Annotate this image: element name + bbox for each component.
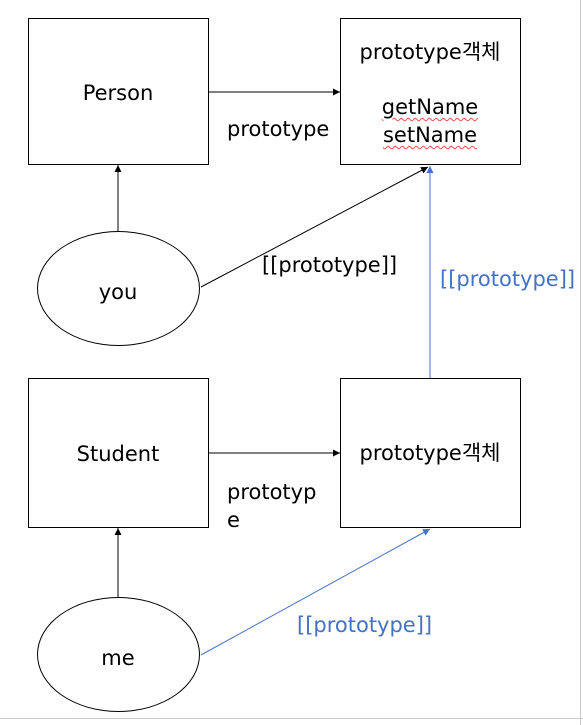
you-label: you bbox=[98, 280, 138, 304]
proto-chain-label: [[prototype]] bbox=[440, 267, 576, 291]
person-label: Person bbox=[82, 81, 154, 105]
person-box bbox=[28, 18, 209, 165]
student-box bbox=[28, 378, 209, 528]
proto-bottom-box bbox=[340, 378, 521, 528]
student-label: Student bbox=[76, 442, 160, 466]
me-to-proto-arrow bbox=[200, 528, 431, 656]
proto-top-method-setname: setName bbox=[382, 123, 478, 147]
me-ellipse bbox=[37, 597, 200, 712]
proto-bottom-title: prototype객체 bbox=[359, 441, 501, 465]
you-proto-label: [[prototype]] bbox=[262, 253, 398, 277]
me-label: me bbox=[101, 646, 135, 670]
person-prototype-label: prototype bbox=[227, 117, 330, 141]
you-to-proto-arrow bbox=[200, 166, 429, 288]
proto-top-box bbox=[340, 18, 521, 165]
me-proto-label: [[prototype]] bbox=[297, 613, 433, 637]
frame-right-border bbox=[580, 0, 581, 725]
frame-bottom-border bbox=[0, 718, 583, 719]
student-prototype-label-line2: e bbox=[227, 508, 240, 532]
proto-top-title: prototype객체 bbox=[359, 40, 501, 64]
proto-top-method-getname: getName bbox=[381, 95, 479, 119]
you-ellipse bbox=[37, 231, 200, 346]
student-prototype-label-line1: prototyp bbox=[227, 480, 317, 504]
